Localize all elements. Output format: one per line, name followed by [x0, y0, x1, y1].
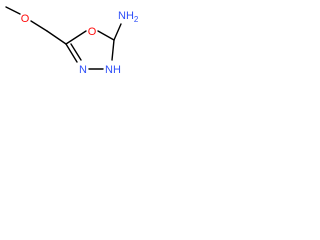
bond-o1-c2 — [97, 30, 115, 41]
ring-oxygen-label: O — [88, 26, 97, 38]
bond-ch2-c5 — [46, 30, 67, 45]
methoxy-oxygen-label: O — [21, 13, 30, 25]
amino-group-main: NH — [118, 10, 134, 22]
amino-group-subscript: 2 — [134, 15, 139, 24]
ring-nitrogen-label: N — [79, 64, 87, 76]
bond-n4-c5-double — [70, 43, 82, 61]
bond-o-ch2 — [30, 20, 48, 32]
bond-c5-o1 — [65, 30, 87, 45]
ring-nh-label: NH — [105, 64, 121, 76]
bonds — [5, 6, 122, 70]
atom-labels: O O N NH NH2 — [21, 10, 139, 76]
bond-c2-nh2 — [113, 23, 122, 41]
bond-n4-c5 — [65, 43, 78, 63]
amino-group-label: NH2 — [118, 10, 139, 24]
bond-c2-n3 — [111, 39, 115, 61]
molecule-drawing: O O N NH NH2 — [5, 6, 139, 76]
structure-diagram: O O N NH NH2 — [0, 0, 156, 99]
bond-methyl-o — [5, 6, 21, 15]
